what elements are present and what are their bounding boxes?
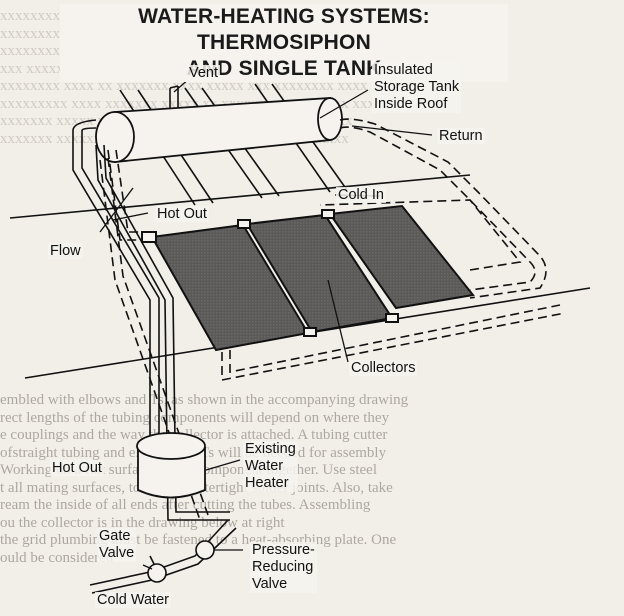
body-text-line: ould be considered [0,549,114,566]
label-gate-valve: Gate Valve [97,528,137,562]
label-collectors: Collectors [349,360,418,376]
label-water-heater-line-2: Water [245,458,284,474]
flow-pipe [72,119,230,521]
collectors-group [141,204,475,352]
label-storage-tank-line-3: Inside Roof [374,96,448,112]
label-gate-valve-line-2: Valve [99,545,135,561]
label-storage-tank: Insulated Storage Tank Inside Roof [372,62,462,113]
title-line-2: AND SINGLE TANK [186,57,382,80]
title-line-1: WATER-HEATING SYSTEMS: THERMOSIPHON [138,5,430,54]
label-cold-water: Cold Water [95,592,171,608]
label-vent: Vent [187,65,221,81]
label-water-heater-line-1: Existing [245,441,296,457]
gate-valve-icon [147,555,167,583]
label-existing-water-heater: Existing Water Heater [243,441,298,492]
pressure-reducing-valve-icon [195,540,215,560]
body-text-line: ream the inside of all ends after cuttin… [0,497,371,513]
label-storage-tank-line-1: Insulated [374,62,433,78]
body-text-line: rect lengths of the tubing components wi… [0,409,390,426]
label-storage-tank-line-2: Storage Tank [374,79,460,95]
storage-tank [95,97,343,163]
label-prv-line-3: Valve [252,576,288,592]
label-hot-out-bottom: Hot Out [50,460,104,476]
label-hot-out-top: Hot Out [155,206,209,222]
label-gate-valve-line-1: Gate [99,528,131,544]
return-pipe [221,118,566,381]
roof-ridge-line [9,174,471,219]
body-text-line: embled with elbows and Ts, as shown in t… [0,392,409,408]
body-text-line: e couplings and the way the collector is… [0,427,388,443]
cold-water-line [89,519,237,594]
label-prv-line-1: Pressure- [252,542,315,558]
vent-pipe [169,85,179,108]
label-flow: Flow [48,243,83,259]
body-text-line: ou the collector is in the drawing below… [0,514,285,531]
label-cold-in: Cold In [336,187,386,203]
label-prv-line-2: Reducing [252,559,314,575]
label-water-heater-line-3: Heater [245,475,289,491]
label-pressure-reducing-valve: Pressure- Reducing Valve [250,542,317,593]
label-return: Return [437,128,485,144]
collector-panel-3 [328,204,475,310]
water-heater [136,432,206,499]
